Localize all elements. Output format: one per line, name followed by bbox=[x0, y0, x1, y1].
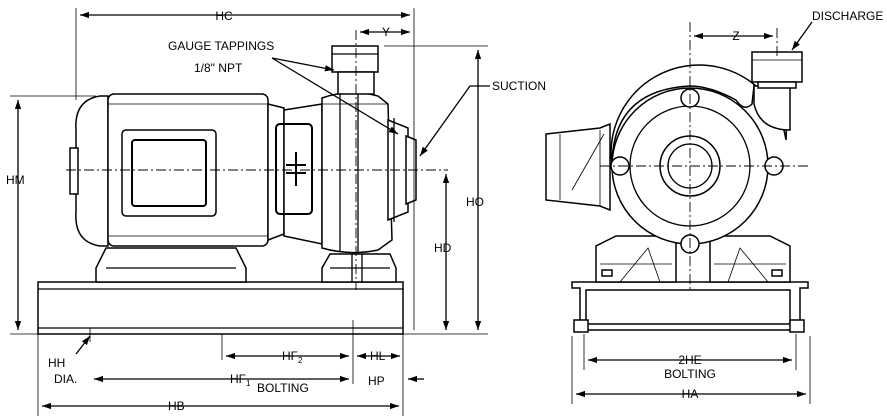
label-hf1: HF1 bbox=[230, 372, 251, 388]
discharge-flange-end bbox=[751, 51, 803, 83]
label-bolting-end: BOLTING bbox=[664, 367, 716, 381]
label-dia: DIA. bbox=[54, 372, 77, 386]
end-terminal-box bbox=[545, 122, 611, 212]
label-z: Z bbox=[732, 29, 739, 43]
label-gauge-tappings: GAUGE TAPPINGS bbox=[168, 39, 274, 53]
label-hf2: HF2 bbox=[282, 349, 303, 365]
label-bolting-side: BOLTING bbox=[257, 381, 309, 395]
motor-foot bbox=[95, 247, 247, 283]
label-hb: HB bbox=[168, 399, 185, 413]
label-hd: HD bbox=[434, 241, 452, 255]
label-hp: HP bbox=[368, 374, 385, 388]
label-hm: HM bbox=[6, 173, 25, 187]
volute-casing bbox=[610, 64, 789, 167]
label-2he: 2HE bbox=[678, 353, 701, 367]
end-view: Z DISCHARGE 2HE BOLTING HA bbox=[545, 9, 883, 404]
motor-fan-cover bbox=[75, 95, 109, 247]
base-plate bbox=[37, 281, 404, 335]
label-discharge: DISCHARGE bbox=[812, 9, 883, 23]
label-npt: 1/8" NPT bbox=[194, 61, 243, 75]
pump-casing bbox=[321, 91, 393, 254]
discharge-flange bbox=[331, 45, 379, 73]
end-foot-right bbox=[709, 235, 791, 283]
label-ha: HA bbox=[682, 387, 699, 401]
label-hh: HH bbox=[48, 356, 65, 370]
label-suction: SUCTION bbox=[492, 79, 546, 93]
label-ho: HO bbox=[466, 195, 484, 209]
label-hl: HL bbox=[370, 349, 386, 363]
terminal-box bbox=[121, 129, 217, 217]
label-hc: HC bbox=[215, 9, 233, 23]
side-view: HC Y GAUGE TAPPINGS 1/8" NPT SUCTION HM … bbox=[6, 8, 546, 416]
label-y: Y bbox=[382, 25, 390, 39]
